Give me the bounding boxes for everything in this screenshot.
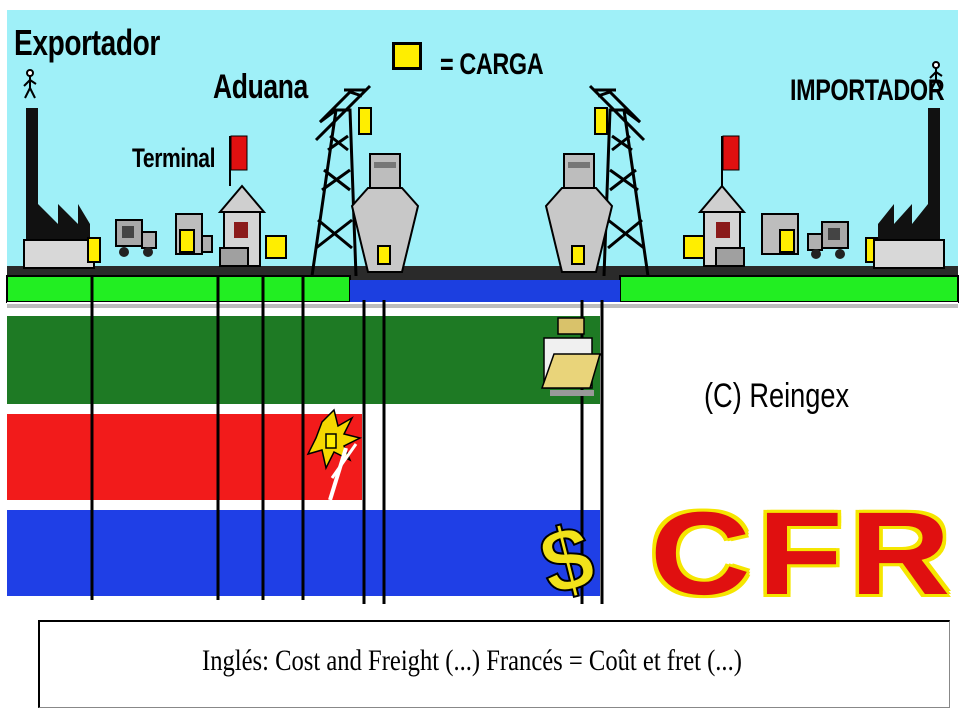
walking-person-icon xyxy=(23,69,37,99)
incoterm-title: CFR xyxy=(650,488,958,620)
warehouse-icon xyxy=(217,184,267,267)
svg-text:$: $ xyxy=(531,506,604,610)
truck-icon xyxy=(115,219,157,257)
flag-icon xyxy=(721,135,740,186)
factory-icon xyxy=(873,108,945,269)
logistics-scene xyxy=(6,61,959,316)
origin-quay xyxy=(6,275,351,303)
customs-label: Aduana xyxy=(213,68,308,106)
terminal-label: Terminal xyxy=(132,143,216,173)
warehouse-icon xyxy=(697,184,747,267)
walking-person-icon xyxy=(929,61,943,91)
truck-icon xyxy=(761,213,799,255)
factory-icon xyxy=(23,108,95,269)
truck-icon xyxy=(175,213,213,255)
band-icons: $ xyxy=(90,300,605,610)
ship-icon xyxy=(544,153,614,273)
crane-icon xyxy=(588,84,650,277)
destination-quay xyxy=(619,275,959,303)
flag-icon xyxy=(229,135,248,186)
copyright-label: (C) Reingex xyxy=(704,377,850,415)
sky-background xyxy=(7,10,958,282)
exporter-label: Exportador xyxy=(14,22,160,63)
importer-label: IMPORTADOR xyxy=(790,74,945,107)
documents-folder-icon xyxy=(540,317,602,396)
cargo-legend-label: = CARGA xyxy=(440,48,544,81)
dollar-sign-icon: $ xyxy=(530,505,605,610)
cargo-legend-icon xyxy=(392,42,422,70)
caption-box: Inglés: Cost and Freight (...) Francés =… xyxy=(38,620,950,708)
sea xyxy=(350,280,620,304)
ship-icon xyxy=(350,153,420,273)
explosion-icon xyxy=(306,408,363,501)
truck-icon xyxy=(807,221,849,259)
caption-text: Inglés: Cost and Freight (...) Francés =… xyxy=(202,644,742,677)
crane-icon xyxy=(310,84,372,277)
